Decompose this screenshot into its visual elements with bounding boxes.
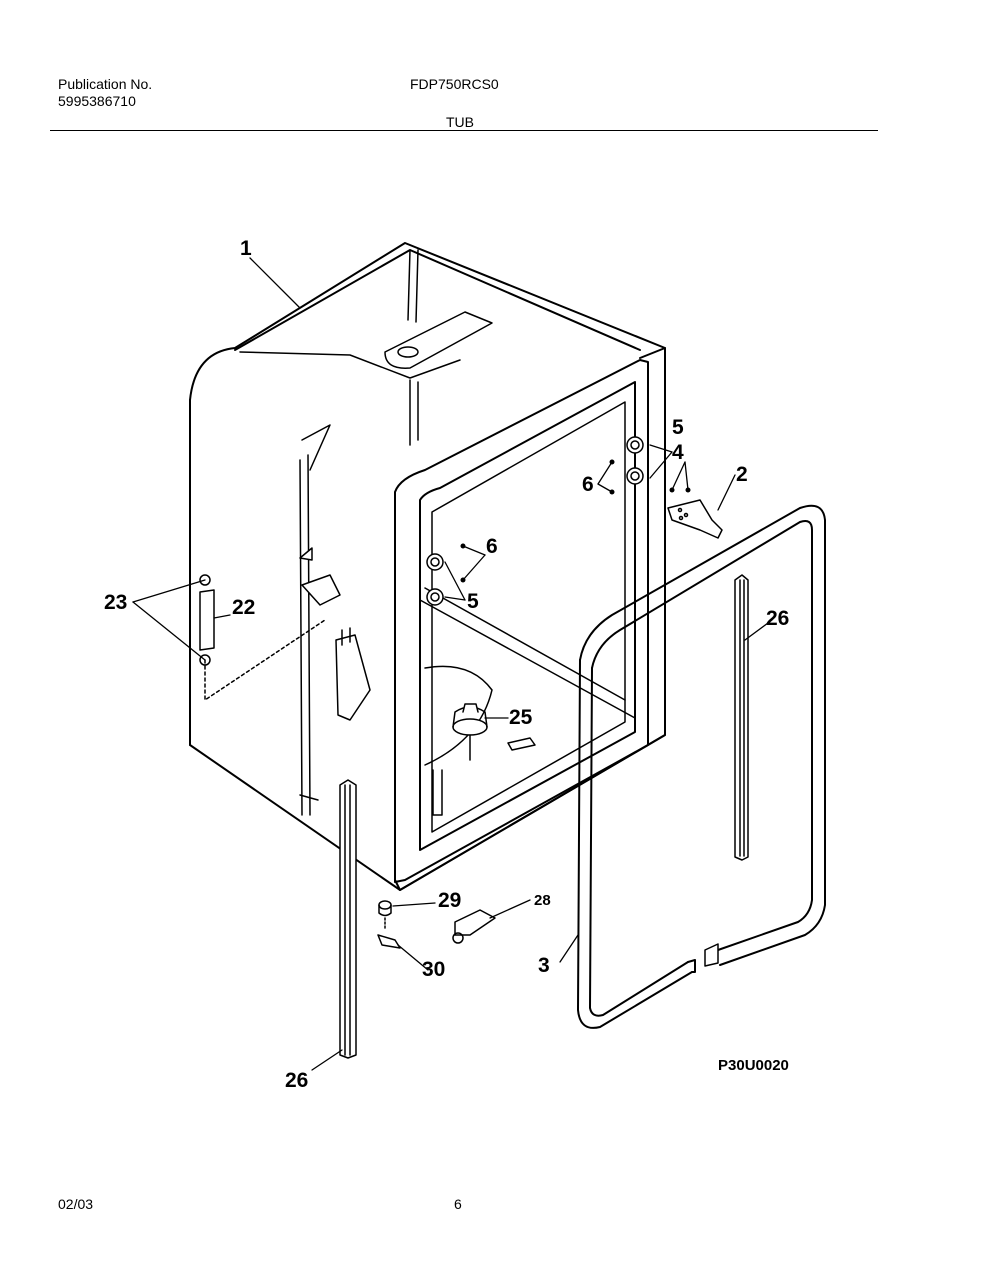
gasket-strip-left <box>339 779 357 1059</box>
rack-rollers <box>426 436 644 606</box>
callout-26-left: 26 <box>285 1069 308 1092</box>
publication-number: 5995386710 <box>58 93 136 109</box>
footer-date: 02/03 <box>58 1196 94 1212</box>
lower-small-parts <box>377 900 496 949</box>
model-number: FDP750RCS0 <box>410 76 499 92</box>
callout-labels: 1 2 3 4 5 5 6 6 22 23 25 26 26 28 29 30 … <box>104 237 789 1092</box>
callout-29: 29 <box>438 889 461 912</box>
leader-lines <box>132 257 773 1071</box>
hinge-bracket <box>667 499 723 539</box>
callout-2: 2 <box>736 463 748 486</box>
callout-30: 30 <box>422 958 445 981</box>
screws <box>460 459 691 583</box>
callout-22: 22 <box>232 596 255 619</box>
section-title: TUB <box>446 114 474 130</box>
callout-6-upper: 6 <box>582 473 594 496</box>
side-parts <box>199 574 326 701</box>
callout-3: 3 <box>538 954 550 977</box>
callout-5-lower: 5 <box>467 590 479 613</box>
callout-25: 25 <box>509 706 533 729</box>
gasket-strip-right <box>734 574 749 861</box>
callout-1: 1 <box>240 237 252 260</box>
callout-26-right: 26 <box>766 607 789 630</box>
page-number: 6 <box>454 1196 462 1212</box>
callout-28: 28 <box>534 892 551 909</box>
door-gasket <box>577 504 826 1029</box>
diagram-reference-code: P30U0020 <box>718 1057 789 1074</box>
callout-4: 4 <box>672 441 684 464</box>
header-rule <box>50 130 878 131</box>
float-part <box>452 703 488 761</box>
callout-6-lower: 6 <box>486 535 498 558</box>
publication-label: Publication No. <box>58 76 153 92</box>
callout-23: 23 <box>104 591 127 614</box>
callout-5-upper: 5 <box>672 416 684 439</box>
